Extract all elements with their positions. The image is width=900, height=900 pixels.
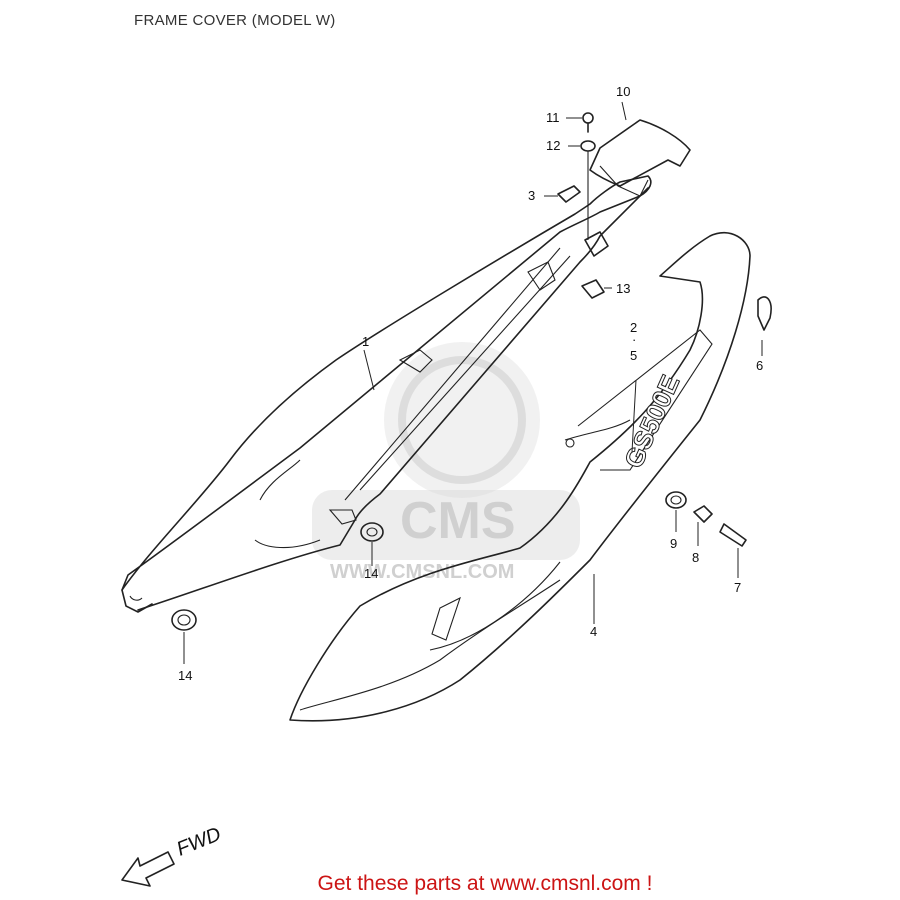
svg-text:·: · — [632, 332, 636, 347]
callout-10: 10 — [616, 84, 630, 99]
callout-14b: 14 — [178, 668, 192, 683]
arrow-icon — [121, 851, 175, 887]
callout-7: 7 — [734, 580, 741, 595]
callout-1: 1 — [362, 334, 369, 349]
leader-lines — [183, 101, 763, 664]
part-4-right-frame-cover: GS500E — [289, 231, 751, 722]
diagram-title: FRAME COVER (MODEL W) — [134, 12, 336, 29]
callout-14a: 14 — [364, 566, 378, 581]
callout-6: 6 — [756, 358, 763, 373]
cta-text[interactable]: Get these parts at www.cmsnl.com ! — [317, 872, 653, 895]
callout-9: 9 — [670, 536, 677, 551]
callout-3: 3 — [528, 188, 535, 203]
callout-13: 13 — [616, 281, 630, 296]
cms-watermark: CMS WWW.CMSNL.COM — [312, 342, 580, 583]
callout-12: 12 — [546, 138, 560, 153]
part-10-bracket — [584, 119, 691, 257]
callout-2: 2 — [630, 320, 637, 335]
callout-11: 11 — [546, 110, 560, 125]
callout-4: 4 — [590, 624, 597, 639]
watermark-logo: CMS — [400, 492, 516, 550]
fwd-label: FWD — [174, 823, 224, 860]
small-parts — [171, 112, 772, 631]
callout-8: 8 — [692, 550, 699, 565]
watermark-url: WWW.CMSNL.COM — [330, 561, 514, 583]
callout-5: 5 — [630, 348, 637, 363]
cta-banner[interactable]: Get these parts at www.cmsnl.com ! — [0, 872, 900, 896]
callout-labels: 1 2 · 5 3 4 6 7 8 9 10 11 12 13 14 14 — [178, 84, 763, 683]
